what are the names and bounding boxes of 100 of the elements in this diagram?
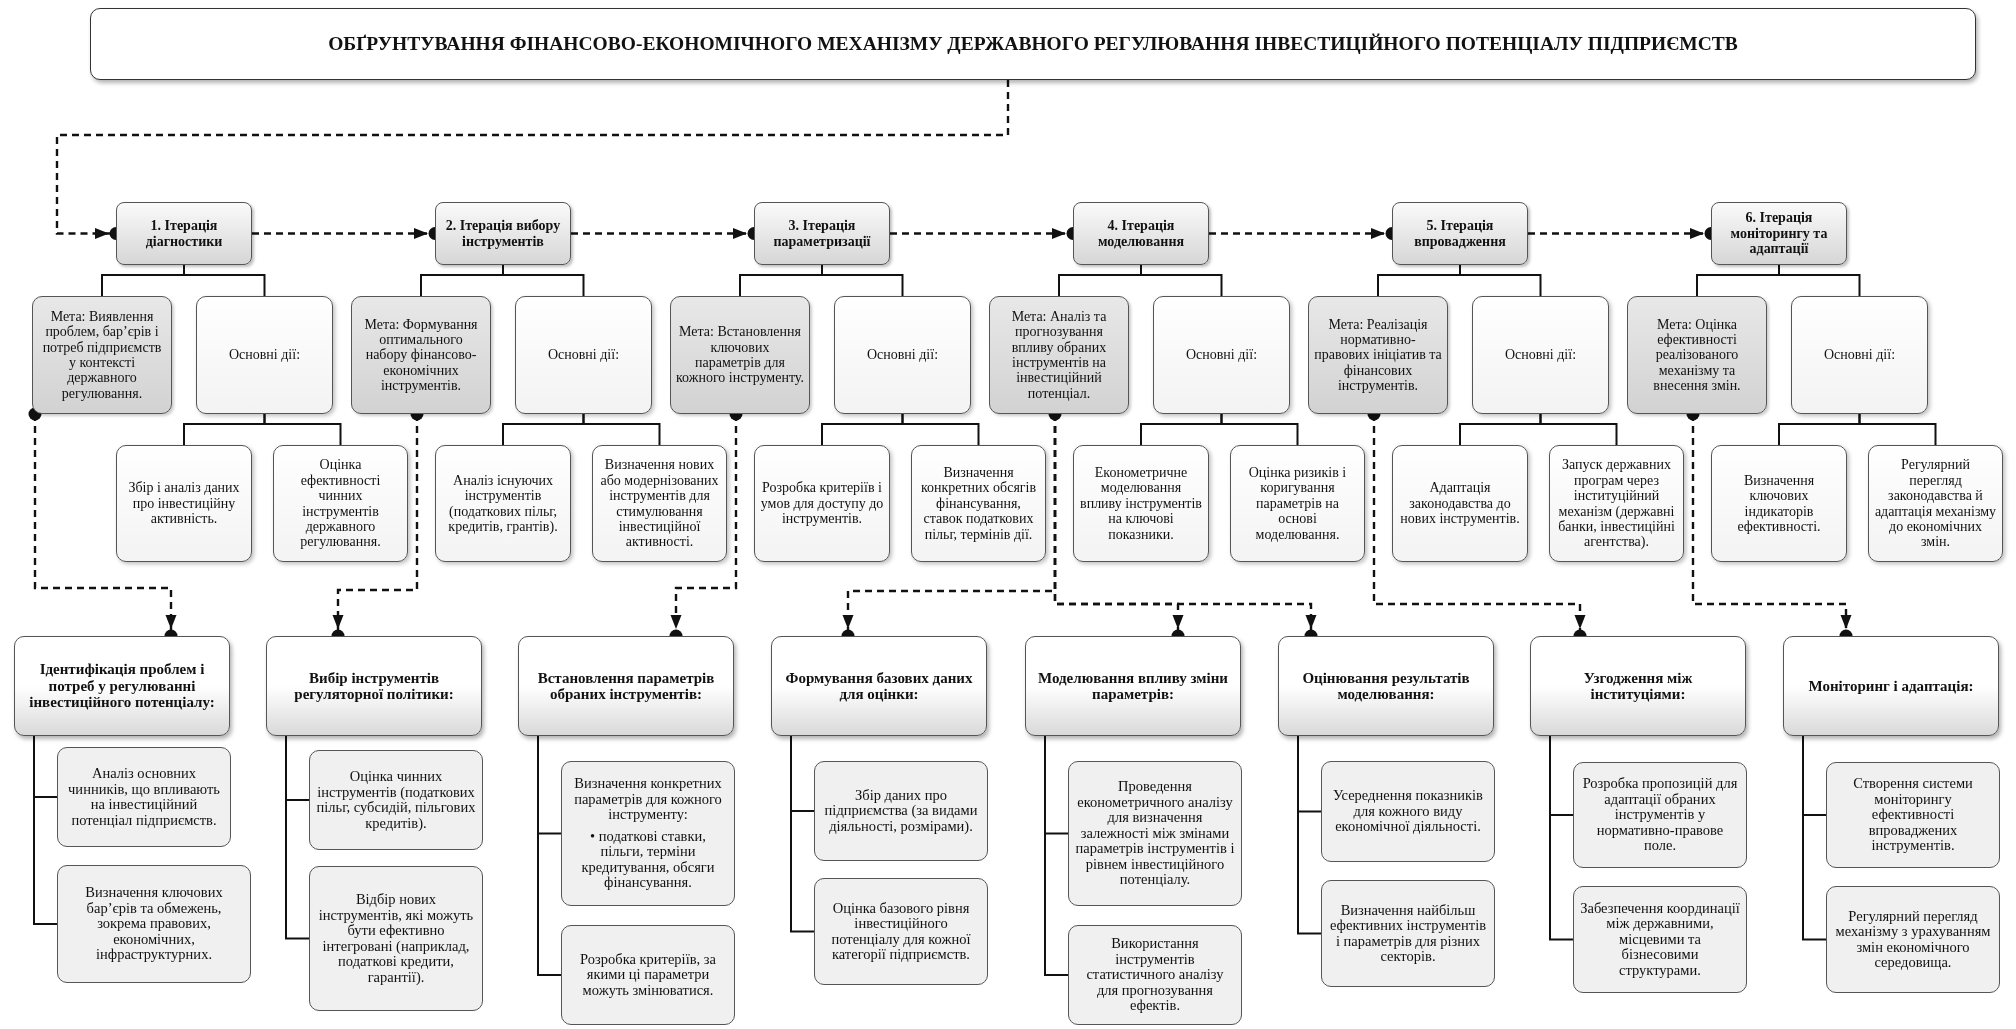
box-text: Основні дії:: [547, 347, 620, 363]
box-text: Оцінка базового рівня інвестиційного потенціалу для кожної категорії підприємств.: [830, 900, 972, 963]
box-text: Визначення найбільш ефективних інструментів і параметрів для різних секторів.: [1328, 902, 1488, 965]
box-text: Визначення нових або модернізованих інструментів для стимулювання інвестиційної активності.: [599, 457, 720, 550]
actions-box: [1791, 296, 1928, 414]
stage-box: [1783, 636, 1999, 736]
connector-line: [33, 735, 58, 925]
box-text: Визначення конкретних обсягів фінансування, ставок податкових пільг, термінів дії.: [919, 465, 1038, 542]
box-text: Економетричне моделювання впливу інструментів на ключові показники.: [1079, 465, 1203, 542]
box-text: Відбір нових інструментів, які можуть бути ефективно інтегровані (наприклад, податкові кредити, гарантії).: [317, 892, 475, 985]
heading: Формування базових даних для оцінки:: [784, 669, 974, 703]
connector-line: [1539, 413, 1618, 446]
task-box: [1573, 762, 1747, 868]
action-box: [116, 445, 252, 562]
task-box: [1321, 761, 1495, 862]
task-box: [814, 761, 988, 861]
connector-line: [502, 264, 585, 297]
box-text: Аналіз існуючих інструментів (податкових пільг, кредитів, грантів).: [447, 472, 559, 535]
box-text: Регулярний перегляд законодавства й адаптація механізму до економічних змін.: [1874, 457, 1997, 550]
heading: Вибір інструментів регуляторної політики:: [293, 669, 455, 703]
task-box: [57, 865, 251, 983]
actions-box: [515, 296, 652, 414]
box-text: Розробка критеріїв, за якими ці параметри можуть змінюватися.: [579, 951, 717, 999]
task-box: [814, 878, 988, 985]
heading: Ідентифікація проблем і потреб у регулюванні інвестиційного потенціалу:: [28, 661, 216, 711]
connector-line: [537, 735, 562, 976]
connector-line: [285, 735, 310, 940]
box-text: Основні дії:: [1504, 347, 1577, 363]
actions-box: [1472, 296, 1609, 414]
box-text: Визначення конкретних параметрів для кожного інструменту:: [573, 776, 723, 823]
box-text: Проведення економетричного аналізу для визначення залежності між змінами параметрів інструментів і рівнем інвестиційного потенціалу.: [1075, 779, 1235, 888]
heading: 1. Ітерація діагностики: [144, 218, 224, 249]
stage-box: [14, 636, 230, 736]
stage-box: [1025, 636, 1241, 736]
box-text: Основні дії:: [1185, 347, 1258, 363]
heading: 2. Ітерація вибору інструментів: [444, 218, 562, 249]
connector-line: [1459, 264, 1542, 297]
goal-box: [1627, 296, 1767, 414]
action-box: [592, 445, 727, 562]
task-box: [1321, 880, 1495, 987]
box-text: Створення системи моніторингу ефективності впроваджених інструментів.: [1852, 776, 1974, 854]
goal-box: [1308, 296, 1448, 414]
box-text: Основні дії:: [228, 347, 301, 363]
action-box: [1073, 445, 1209, 562]
iteration-box: [435, 202, 571, 265]
connector-line: [1802, 735, 1827, 941]
heading: 3. Ітерація параметризації: [772, 218, 872, 249]
actions-box: [834, 296, 971, 414]
connector-line: [790, 735, 815, 933]
goal-box: [989, 296, 1129, 414]
box-text: Мета: Аналіз та прогнозування впливу обраних інструментів на інвестиційний потенціал.: [1010, 308, 1108, 402]
iteration-box: [1711, 202, 1847, 265]
action-box: [1392, 445, 1528, 562]
box-text: Визначення ключових індикаторів ефективності.: [1736, 472, 1822, 535]
connector-line: [183, 264, 266, 297]
connector-line: [1778, 264, 1861, 297]
heading: 4. Ітерація моделювання: [1096, 218, 1186, 249]
task-box: [561, 925, 735, 1025]
goal-box: [670, 296, 810, 414]
action-box: [911, 445, 1046, 562]
connector-line: [1297, 735, 1322, 935]
box-text: Адаптація законодавства до нових інструментів.: [1399, 480, 1521, 527]
heading: 6. Ітерація моніторингу та адаптації: [1729, 210, 1829, 257]
connector-line: [821, 264, 904, 297]
action-box: [1230, 445, 1365, 562]
box-text: Збір і аналіз даних про інвестиційну активність.: [127, 480, 241, 527]
iteration-box: [1392, 202, 1528, 265]
action-box: [1868, 445, 2003, 562]
box-text: Визначення ключових бар’єрів та обмежень, зокрема правових, економічних, інфраструктурних.: [84, 885, 224, 963]
action-box: [1711, 445, 1847, 562]
task-box: [1068, 761, 1242, 906]
connector-line: [1220, 413, 1299, 446]
heading: Оцінювання результатів моделювання:: [1301, 669, 1471, 703]
connector-line: [1140, 264, 1223, 297]
connector-line: [1858, 413, 1937, 446]
connector-line: [582, 413, 661, 446]
box-text: Використання інструментів статистичного аналізу для прогнозування ефектів.: [1085, 936, 1225, 1014]
box-text: Регулярний перегляд механізму з урахуванням змін економічного середовища.: [1834, 908, 1992, 971]
action-box: [273, 445, 408, 562]
connector-line: [1549, 735, 1574, 941]
heading: Моніторинг і адаптація:: [1808, 677, 1974, 695]
box-text: Розробка критеріїв і умов для доступу до інструментів.: [760, 480, 884, 527]
task-box: [1826, 886, 2000, 993]
iteration-box: [754, 202, 890, 265]
box-text: Забезпечення координації між державними, місцевими та бізнесовими структурами.: [1580, 900, 1740, 979]
bullet-text: • податкові ставки, пільги, терміни кредитування, обсяги фінансування.: [580, 828, 716, 891]
stage-box: [518, 636, 734, 736]
box-text: Мета: Реалізація нормативно-правових ініціатив та фінансових інструментів.: [1314, 316, 1442, 394]
actions-box: [1153, 296, 1290, 414]
box-text: Оцінка ефективності чинних інструментів державного регулювання.: [299, 457, 382, 550]
action-box: [754, 445, 890, 562]
heading: ОБҐРУНТУВАННЯ ФІНАНСОВО-ЕКОНОМІЧНОГО МЕХАНІЗМУ ДЕРЖАВНОГО РЕГУЛЮВАННЯ ІНВЕСТИЦІЙНОГО ПОТЕНЦІАЛУ ПІДПРИЄМСТВ: [328, 33, 1738, 55]
task-box: [1573, 886, 1747, 993]
box-text: Усереднення показників для кожного виду економічної діяльності.: [1332, 788, 1484, 835]
goal-box: [32, 296, 172, 414]
actions-box: [196, 296, 333, 414]
iteration-box: [116, 202, 252, 265]
action-box: [1549, 445, 1684, 562]
connector-line: [263, 413, 342, 446]
task-box: [561, 761, 735, 906]
